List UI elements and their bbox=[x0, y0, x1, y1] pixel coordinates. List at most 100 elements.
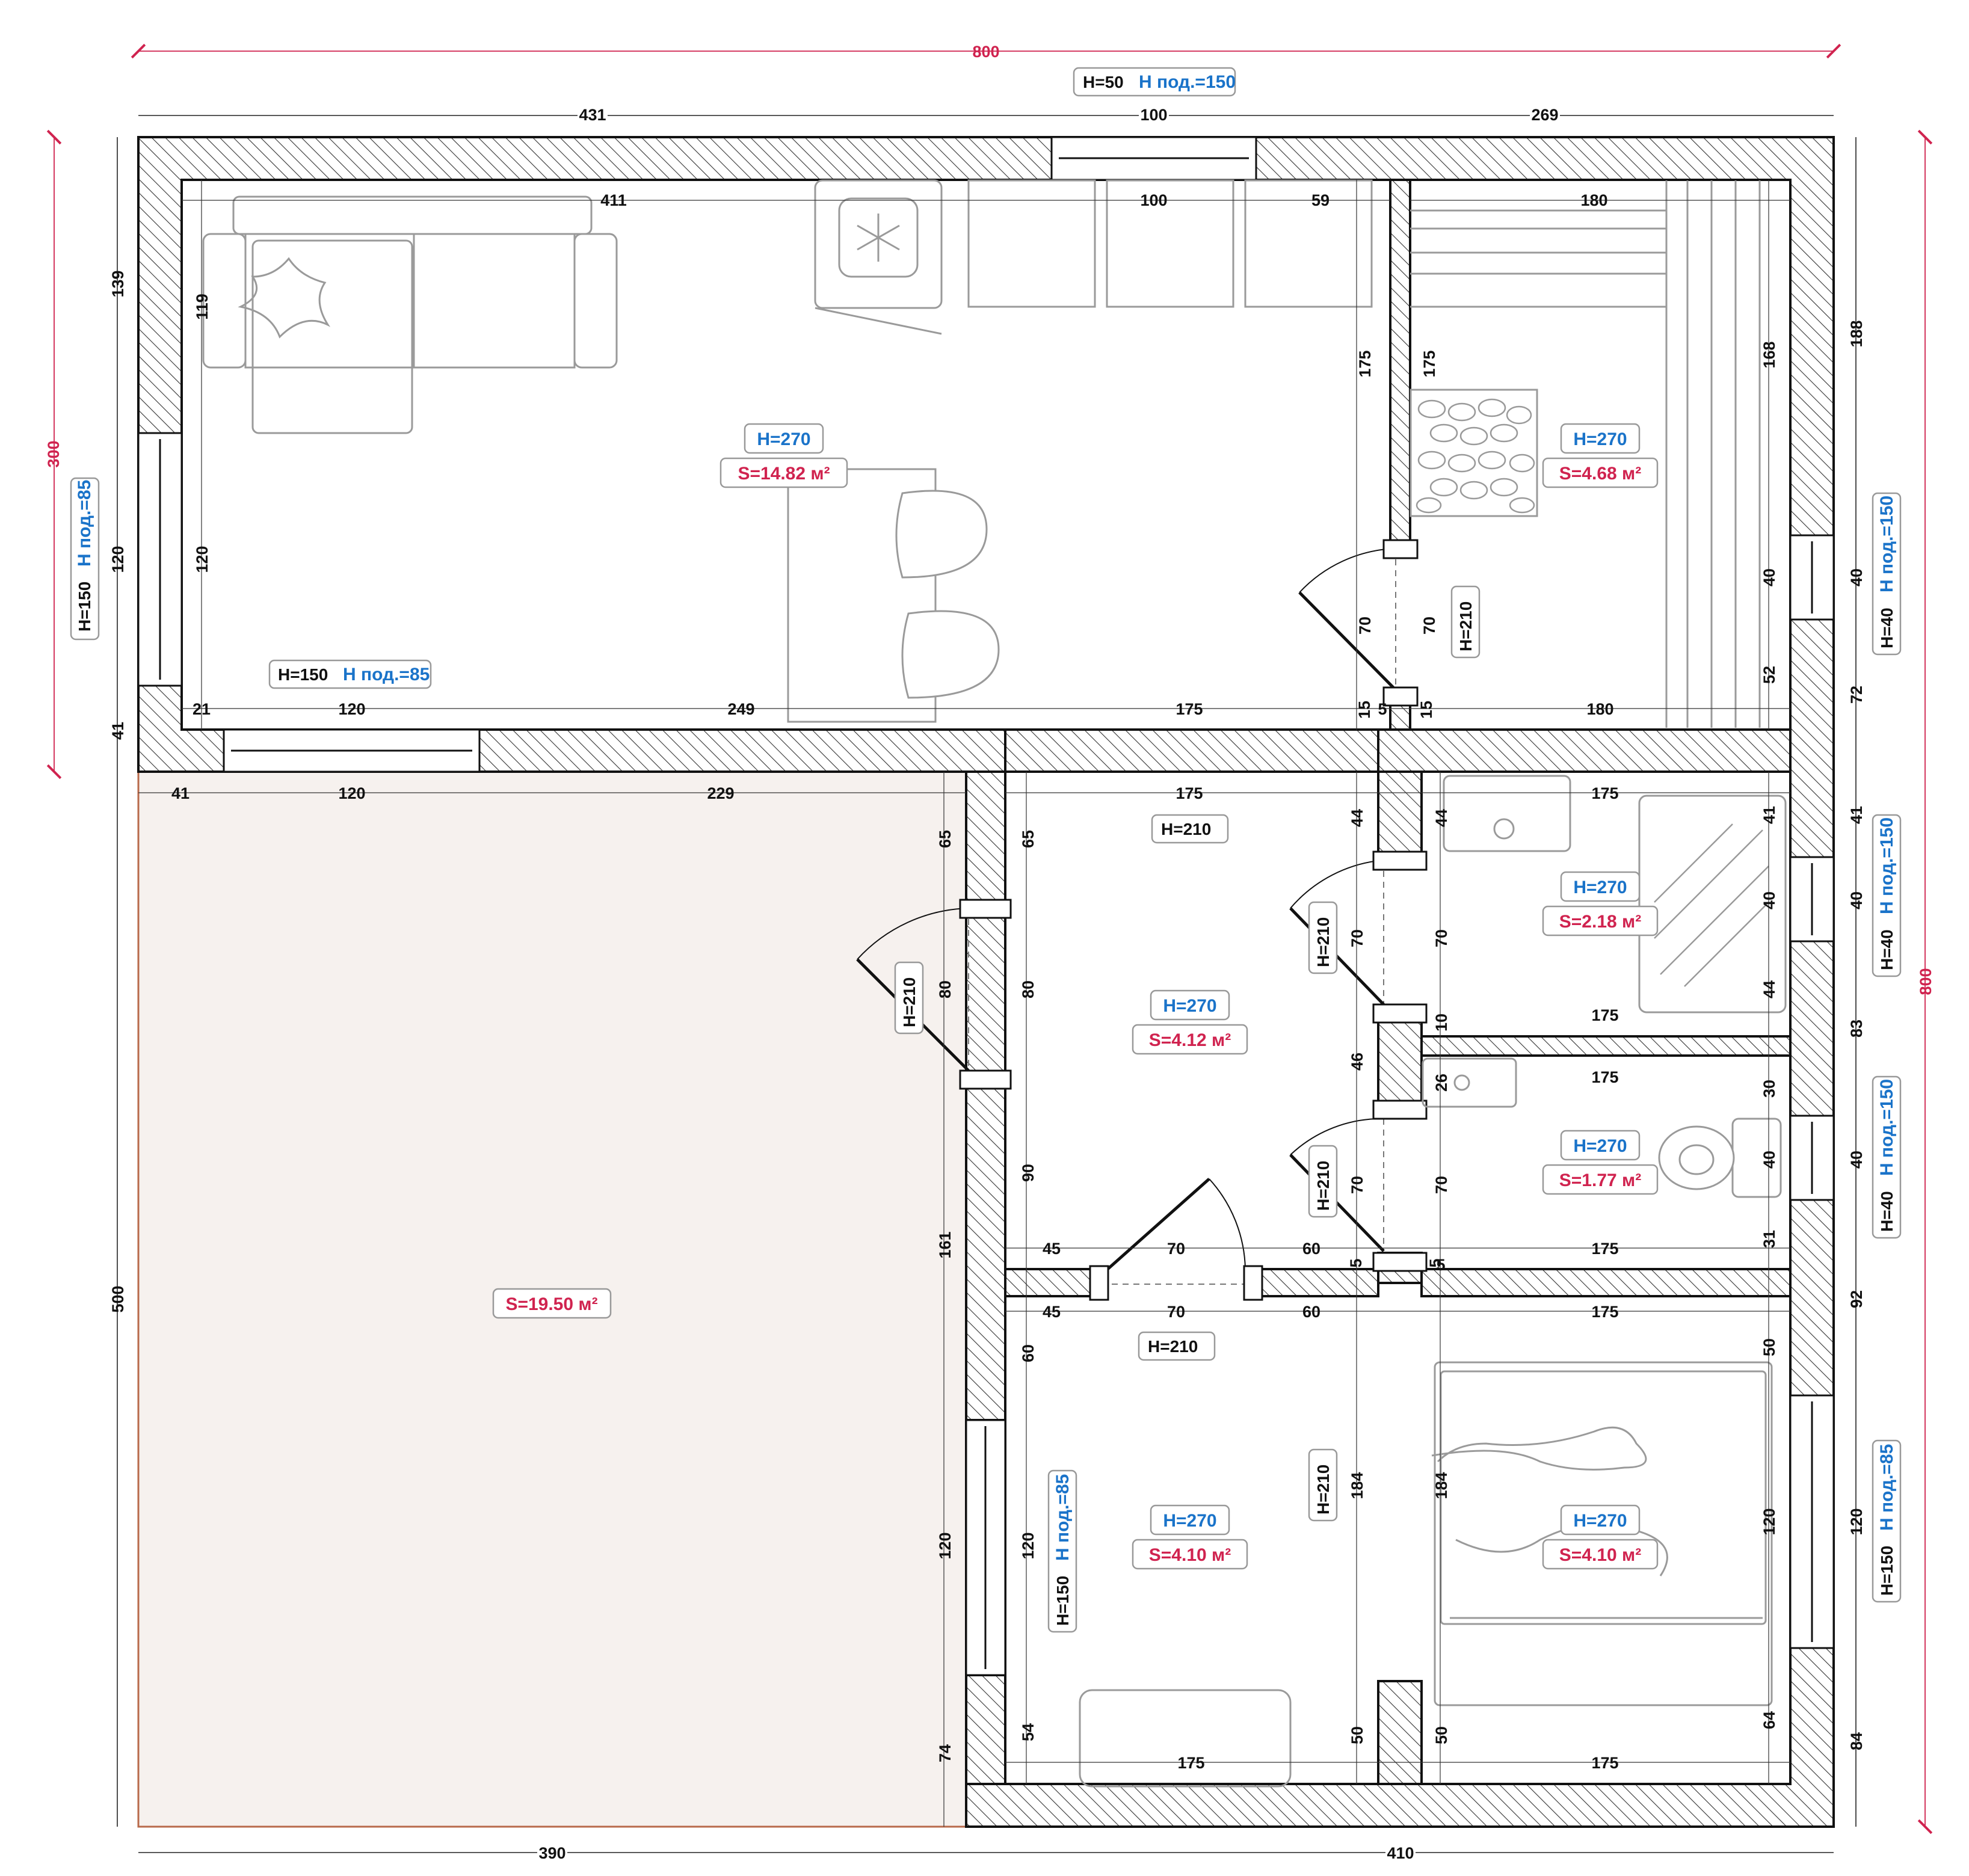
svg-text:40: 40 bbox=[1847, 568, 1866, 586]
svg-text:H=270: H=270 bbox=[1573, 429, 1627, 449]
svg-text:H=270: H=270 bbox=[757, 429, 810, 449]
svg-text:120: 120 bbox=[109, 546, 127, 573]
svg-text:59: 59 bbox=[1311, 191, 1330, 209]
svg-text:15: 15 bbox=[1417, 701, 1435, 719]
svg-text:40: 40 bbox=[1847, 1151, 1866, 1169]
tag-door-wc: H=210 bbox=[1308, 1145, 1338, 1218]
svg-text:41: 41 bbox=[171, 784, 190, 802]
svg-text:41: 41 bbox=[109, 722, 127, 740]
svg-text:30: 30 bbox=[1760, 1080, 1778, 1098]
svg-text:41: 41 bbox=[1760, 806, 1778, 824]
dim-wet-rooms: 41 40 44 175 175 30 40 31 50 120 64 bbox=[1591, 806, 1778, 1729]
svg-text:80: 80 bbox=[1019, 980, 1037, 998]
svg-text:H=210: H=210 bbox=[1456, 601, 1475, 651]
svg-text:70: 70 bbox=[1348, 1176, 1366, 1194]
svg-text:50: 50 bbox=[1348, 1726, 1366, 1744]
svg-text:100: 100 bbox=[1140, 191, 1167, 209]
svg-text:21: 21 bbox=[193, 700, 211, 718]
svg-text:431: 431 bbox=[579, 106, 606, 124]
svg-text:H=210: H=210 bbox=[1148, 1337, 1198, 1356]
svg-text:269: 269 bbox=[1531, 106, 1558, 124]
svg-text:60: 60 bbox=[1302, 1240, 1320, 1258]
terrace-border bbox=[137, 772, 966, 1828]
svg-text:S=2.18 м²: S=2.18 м² bbox=[1559, 912, 1641, 932]
tag-door-terrace: H=210 bbox=[894, 961, 924, 1035]
svg-text:249: 249 bbox=[727, 700, 754, 718]
svg-text:Н под.=85: Н под.=85 bbox=[1877, 1444, 1897, 1531]
svg-text:175: 175 bbox=[1420, 350, 1438, 377]
svg-text:H=210: H=210 bbox=[1314, 1465, 1333, 1515]
tag-window-wc: H=40 Н под.=150 bbox=[1872, 1075, 1902, 1239]
svg-text:Н под.=85: Н под.=85 bbox=[343, 665, 430, 684]
svg-text:44: 44 bbox=[1348, 809, 1366, 827]
svg-text:119: 119 bbox=[193, 294, 211, 320]
svg-text:S=4.12 м²: S=4.12 м² bbox=[1149, 1030, 1231, 1050]
svg-text:40: 40 bbox=[1760, 891, 1778, 909]
svg-text:175: 175 bbox=[1591, 1240, 1618, 1258]
svg-text:80: 80 bbox=[936, 980, 954, 998]
svg-text:S=1.77 м²: S=1.77 м² bbox=[1559, 1170, 1641, 1190]
dim-hall-right: 44 70 46 70 184 50 44 70 10 26 70 5 184 … bbox=[1348, 809, 1450, 1744]
dim-overall-width: 800 bbox=[972, 43, 999, 61]
svg-text:410: 410 bbox=[1387, 1844, 1414, 1862]
furniture bbox=[202, 179, 1787, 1788]
svg-text:45: 45 bbox=[1043, 1240, 1061, 1258]
room-bedroom1: H=270 S=4.10 м² bbox=[1132, 1504, 1248, 1570]
tag-window-shower: H=40 Н под.=150 bbox=[1872, 814, 1902, 977]
svg-text:54: 54 bbox=[1019, 1723, 1037, 1741]
svg-text:65: 65 bbox=[936, 830, 954, 848]
svg-text:41: 41 bbox=[1847, 806, 1866, 824]
svg-text:S=4.10 м²: S=4.10 м² bbox=[1559, 1545, 1641, 1565]
svg-text:168: 168 bbox=[1760, 341, 1778, 368]
room-sauna: H=270 S=4.68 м² bbox=[1542, 423, 1659, 488]
tag-window-top: H=50 Н под.=150 bbox=[1073, 67, 1236, 97]
svg-text:100: 100 bbox=[1140, 106, 1167, 124]
svg-text:15: 15 bbox=[1355, 701, 1373, 719]
tag-window-bedroom1: H=150 Н под.=85 bbox=[1047, 1469, 1077, 1633]
svg-text:26: 26 bbox=[1432, 1074, 1450, 1092]
snowflake-icon bbox=[857, 214, 900, 262]
svg-text:175: 175 bbox=[1177, 1754, 1204, 1772]
windows bbox=[137, 136, 1835, 1676]
svg-text:184: 184 bbox=[1432, 1472, 1450, 1499]
svg-text:70: 70 bbox=[1420, 617, 1438, 635]
svg-text:64: 64 bbox=[1760, 1711, 1778, 1729]
tag-window-living-bottom: H=150 Н под.=85 bbox=[268, 659, 432, 689]
svg-text:5: 5 bbox=[1347, 1258, 1365, 1267]
svg-text:72: 72 bbox=[1847, 686, 1866, 704]
dim-living-bottom: 21 120 249 175 15 5 15 180 bbox=[193, 700, 1614, 719]
tag-door-shower: H=210 bbox=[1308, 901, 1338, 974]
dim-overall-height-right: 800 bbox=[1917, 968, 1935, 995]
svg-text:Н под.=150: Н под.=150 bbox=[1877, 817, 1897, 914]
svg-text:H=210: H=210 bbox=[900, 977, 919, 1027]
room-bedroom2: H=270 S=4.10 м² bbox=[1542, 1504, 1659, 1570]
tag-door-sauna: H=210 bbox=[1450, 585, 1481, 659]
svg-text:70: 70 bbox=[1432, 929, 1450, 947]
room-hall: H=270 S=4.12 м² bbox=[1132, 989, 1248, 1055]
doors bbox=[856, 539, 1428, 1301]
svg-text:5: 5 bbox=[1426, 1258, 1444, 1267]
dim-left: 139 120 41 500 119 120 bbox=[109, 270, 211, 1312]
svg-text:46: 46 bbox=[1348, 1053, 1366, 1071]
svg-text:H=50: H=50 bbox=[1083, 73, 1124, 91]
tag-window-sauna: H=40 Н под.=150 bbox=[1872, 492, 1902, 656]
svg-text:70: 70 bbox=[1356, 617, 1374, 635]
svg-text:Н под.=85: Н под.=85 bbox=[1053, 1474, 1073, 1561]
tag-window-bedroom2: H=150 Н под.=85 bbox=[1872, 1439, 1902, 1603]
svg-text:184: 184 bbox=[1348, 1472, 1366, 1499]
svg-text:500: 500 bbox=[109, 1285, 127, 1312]
svg-text:H=210: H=210 bbox=[1314, 1161, 1333, 1211]
svg-text:50: 50 bbox=[1432, 1726, 1450, 1744]
svg-text:161: 161 bbox=[936, 1231, 954, 1258]
svg-text:S=14.82 м²: S=14.82 м² bbox=[738, 464, 830, 484]
svg-text:120: 120 bbox=[1847, 1508, 1866, 1535]
svg-text:120: 120 bbox=[1019, 1532, 1037, 1559]
svg-text:H=270: H=270 bbox=[1163, 996, 1216, 1016]
svg-text:84: 84 bbox=[1847, 1732, 1866, 1750]
svg-text:S=19.50 м²: S=19.50 м² bbox=[505, 1294, 597, 1314]
svg-text:H=40: H=40 bbox=[1878, 607, 1896, 648]
svg-text:H=40: H=40 bbox=[1878, 929, 1896, 970]
svg-text:139: 139 bbox=[109, 270, 127, 297]
svg-text:H=270: H=270 bbox=[1573, 1511, 1627, 1531]
